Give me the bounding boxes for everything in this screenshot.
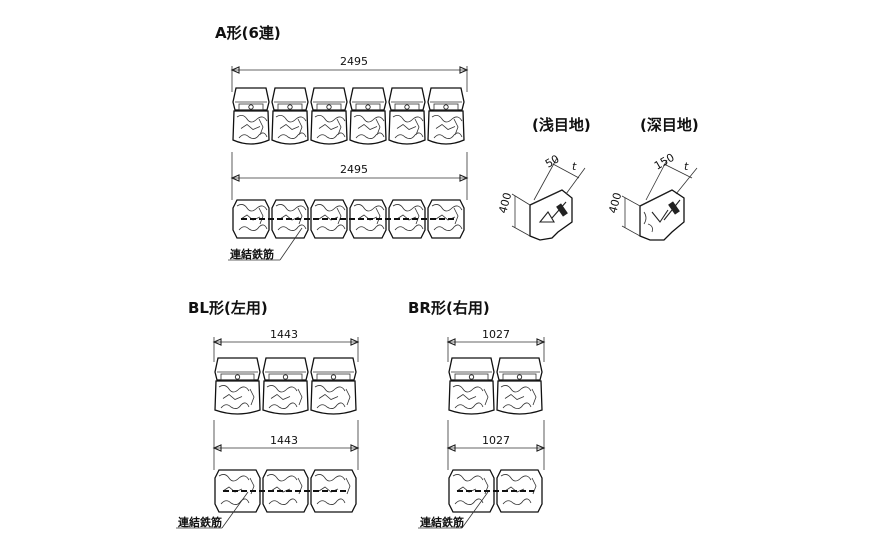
stone-texture <box>392 204 424 231</box>
br-type-title: BR形(右用) <box>408 299 490 317</box>
stone-texture <box>275 204 307 231</box>
anchor-hole <box>443 104 449 110</box>
bl-type-rebar-note: 連結鉄筋 <box>176 491 249 529</box>
block-unit-bottom <box>310 199 348 239</box>
shallow-joint-section: 400 50 t <box>496 152 586 241</box>
br-type-top-dimension: 1027 <box>446 328 546 362</box>
a-type-top-dim-label: 2495 <box>340 55 368 68</box>
anchor-hole <box>516 374 523 380</box>
stone-texture <box>353 204 385 231</box>
anchor-hole <box>468 374 475 380</box>
block-unit-top <box>388 87 426 145</box>
br-type-rebar-note: 連結鉄筋 <box>418 491 489 529</box>
block-unit-top <box>310 87 348 145</box>
bl-type-bottom-dim-label: 1443 <box>270 434 298 447</box>
block-unit-top <box>214 357 261 415</box>
shallow-depth-label: 50 <box>543 152 562 170</box>
deep-t-label: t <box>684 160 689 173</box>
bl-type-bottom-view <box>214 469 357 513</box>
stone-texture <box>275 115 307 139</box>
block-unit-top <box>271 87 309 145</box>
stone-texture <box>353 115 385 139</box>
stone-texture <box>266 474 303 505</box>
stone-texture <box>218 385 255 409</box>
deep-depth-label: 150 <box>652 151 677 173</box>
stone-texture <box>392 115 424 139</box>
stone-texture <box>236 204 268 231</box>
br-type-bottom-dimension: 1027 <box>446 420 546 470</box>
block-unit-top <box>427 87 465 145</box>
stone-texture <box>266 385 303 409</box>
a-type-bottom-dim-label: 2495 <box>340 163 368 176</box>
anchor-hole <box>326 104 332 110</box>
stone-texture <box>452 385 489 409</box>
a-type-rebar-label: 連結鉄筋 <box>230 247 274 261</box>
stone-texture <box>314 474 351 505</box>
block-unit-bottom <box>496 469 543 513</box>
shallow-joint-title: (浅目地) <box>532 116 591 134</box>
block-unit-top <box>262 357 309 415</box>
stone-texture <box>314 115 346 139</box>
a-type-rebar-note: 連結鉄筋 <box>228 227 303 261</box>
block-unit-bottom <box>427 199 465 239</box>
anchor-hole <box>234 374 241 380</box>
shallow-t-label: t <box>572 160 577 173</box>
stone-texture <box>236 115 268 139</box>
bl-type-title: BL形(左用) <box>188 299 268 317</box>
bl-type-top-view <box>214 357 357 415</box>
br-type-top-dim-label: 1027 <box>482 328 510 341</box>
block-unit-top <box>232 87 270 145</box>
a-type-title: A形(6連) <box>215 24 281 42</box>
br-type-top-view <box>448 357 543 415</box>
block-unit-top <box>448 357 495 415</box>
shallow-height-label: 400 <box>496 191 514 215</box>
anchor-hole <box>248 104 254 110</box>
stone-texture <box>314 385 351 409</box>
br-type-bottom-view <box>448 469 543 513</box>
block-unit-top <box>310 357 357 415</box>
a-type-bottom-dimension: 2495 <box>230 152 469 200</box>
bl-type-top-dim-label: 1443 <box>270 328 298 341</box>
anchor-hole <box>404 104 410 110</box>
anchor-hole <box>282 374 289 380</box>
stone-texture <box>314 204 346 231</box>
a-type-top-dimension: 2495 <box>230 55 469 92</box>
stone-texture <box>500 474 537 505</box>
stone-texture <box>218 474 255 505</box>
anchor-hole <box>365 104 371 110</box>
a-type-top-view <box>232 87 465 145</box>
stone-texture <box>452 474 489 505</box>
block-unit-top <box>349 87 387 145</box>
bl-type-top-dimension: 1443 <box>212 328 360 362</box>
br-type-bottom-dim-label: 1027 <box>482 434 510 447</box>
deep-joint-title: (深目地) <box>640 116 699 134</box>
stone-texture <box>431 115 463 139</box>
stone-texture <box>431 204 463 231</box>
block-unit-bottom <box>262 469 309 513</box>
br-type-rebar-label: 連結鉄筋 <box>420 515 464 529</box>
deep-height-label: 400 <box>606 191 624 215</box>
anchor-hole <box>287 104 293 110</box>
bl-type-rebar-label: 連結鉄筋 <box>178 515 222 529</box>
bl-type-bottom-dimension: 1443 <box>212 420 360 470</box>
block-unit-top <box>496 357 543 415</box>
stone-texture <box>500 385 537 409</box>
deep-joint-section: 400 150 t <box>606 151 698 241</box>
a-type-bottom-view <box>232 199 465 239</box>
anchor-hole <box>330 374 337 380</box>
